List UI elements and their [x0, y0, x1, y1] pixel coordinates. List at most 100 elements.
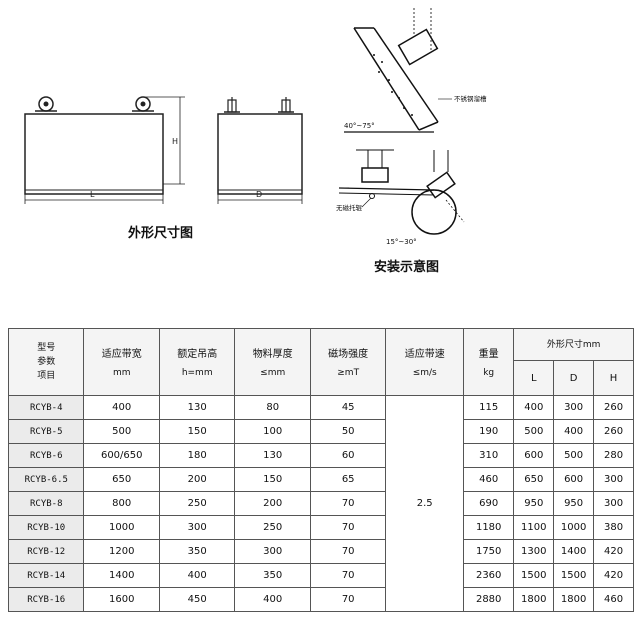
- outline-d-cell: 1400: [553, 539, 595, 564]
- height-cell: 450: [158, 587, 236, 612]
- angle-low-label: 15°~30°: [386, 238, 417, 246]
- width-cell: 800: [83, 491, 160, 516]
- weight-cell: 690: [463, 491, 515, 516]
- width-cell: 650: [83, 467, 160, 492]
- width-cell: 1000: [83, 515, 160, 540]
- dim-l-label: L: [90, 190, 95, 199]
- header-outline-d: D: [553, 360, 595, 396]
- model-cell: RCYB-12: [7, 539, 85, 564]
- magnet-block-tilted: [397, 28, 439, 66]
- width-cell: 1400: [83, 563, 160, 588]
- height-cell: 200: [158, 467, 236, 492]
- thick-cell: 200: [234, 491, 311, 516]
- outline-d-cell: 400: [553, 419, 595, 444]
- header-outline-l: L: [513, 360, 555, 396]
- outline-l-cell: 500: [513, 419, 555, 444]
- dim-h-label: H: [172, 137, 178, 146]
- thick-cell: 150: [234, 467, 311, 492]
- outline-l-cell: 1300: [513, 539, 555, 564]
- model-cell: RCYB-10: [7, 515, 85, 540]
- weight-cell: 460: [463, 467, 515, 492]
- outline-h-cell: 380: [593, 515, 634, 540]
- field-cell: 70: [309, 539, 387, 564]
- outline-h-cell: 260: [593, 419, 634, 444]
- weight-cell: 190: [463, 419, 515, 444]
- angle-range-label: 40°~75°: [344, 122, 375, 130]
- outline-l-cell: 650: [513, 467, 555, 492]
- model-cell: RCYB-14: [7, 563, 85, 588]
- model-cell: RCYB-6: [7, 443, 85, 468]
- height-cell: 180: [158, 443, 236, 468]
- thick-cell: 400: [234, 587, 311, 612]
- field-cell: 50: [309, 419, 387, 444]
- width-cell: 1200: [83, 539, 160, 564]
- side-bolt-right-icon: [278, 97, 294, 113]
- outline-h-cell: 460: [593, 587, 634, 612]
- outline-d-cell: 1500: [553, 563, 595, 588]
- front-view-body: [24, 113, 164, 195]
- weight-cell: 2360: [463, 563, 515, 588]
- header-weight: 重量 kg: [463, 328, 515, 396]
- header-outline-h: H: [593, 360, 634, 396]
- chute-label: 不锈钢溜槽: [454, 94, 487, 103]
- model-cell: RCYB-8: [7, 491, 85, 516]
- side-bolt-left-icon: [224, 97, 240, 113]
- width-cell: 500: [83, 419, 160, 444]
- outline-l-cell: 950: [513, 491, 555, 516]
- height-cell: 300: [158, 515, 236, 540]
- outline-caption: 外形尺寸图: [128, 226, 194, 241]
- lifting-eye-right-icon: [132, 96, 154, 112]
- lifting-eye-left-icon: [35, 96, 57, 112]
- field-cell: 70: [309, 563, 387, 588]
- inclined-chute: [353, 27, 439, 131]
- width-cell: 600/650: [83, 443, 160, 468]
- header-field-strength: 磁场强度 ≥mT: [309, 328, 387, 396]
- field-cell: 60: [309, 443, 387, 468]
- outline-h-cell: 280: [593, 443, 634, 468]
- install-caption: 安装示意图: [374, 260, 440, 275]
- height-cell: 400: [158, 563, 236, 588]
- outline-d-cell: 950: [553, 491, 595, 516]
- outline-l-cell: 1100: [513, 515, 555, 540]
- outline-d-cell: 300: [553, 395, 595, 420]
- outline-l-cell: 600: [513, 443, 555, 468]
- outline-l-cell: 400: [513, 395, 555, 420]
- model-cell: RCYB-16: [7, 587, 85, 612]
- spec-table: 型号 参数 项目 适应带宽 mm 额定吊高 h=mm 物料厚度 ≤mm 磁场强度…: [7, 327, 634, 612]
- thick-cell: 130: [234, 443, 311, 468]
- height-cell: 250: [158, 491, 236, 516]
- outline-dimension-drawing: H L D: [24, 96, 303, 204]
- header-outline-size: 外形尺寸mm: [513, 327, 634, 362]
- side-view-body: [217, 113, 303, 195]
- model-cell: RCYB-4: [7, 395, 85, 420]
- header-material-thickness: 物料厚度 ≤mm: [234, 328, 311, 396]
- header-lift-height: 额定吊高 h=mm: [158, 328, 236, 396]
- magnet-block-end: [426, 171, 456, 199]
- width-cell: 1600: [83, 587, 160, 612]
- outline-d-cell: 600: [553, 467, 595, 492]
- outline-h-cell: 260: [593, 395, 634, 420]
- outline-h-cell: 420: [593, 563, 634, 588]
- height-cell: 150: [158, 419, 236, 444]
- weight-cell: 115: [463, 395, 515, 420]
- outline-h-cell: 420: [593, 539, 634, 564]
- outline-d-cell: 500: [553, 443, 595, 468]
- height-cell: 350: [158, 539, 236, 564]
- field-cell: 70: [309, 587, 387, 612]
- thick-cell: 80: [234, 395, 311, 420]
- thick-cell: 300: [234, 539, 311, 564]
- weight-cell: 2880: [463, 587, 515, 612]
- width-cell: 400: [83, 395, 160, 420]
- outline-d-cell: 1000: [553, 515, 595, 540]
- installation-schematic: 40°~75° 不锈钢溜槽 无磁托辊 15°~30°: [336, 8, 487, 246]
- roller-label: 无磁托辊: [336, 203, 363, 212]
- outline-h-cell: 300: [593, 491, 634, 516]
